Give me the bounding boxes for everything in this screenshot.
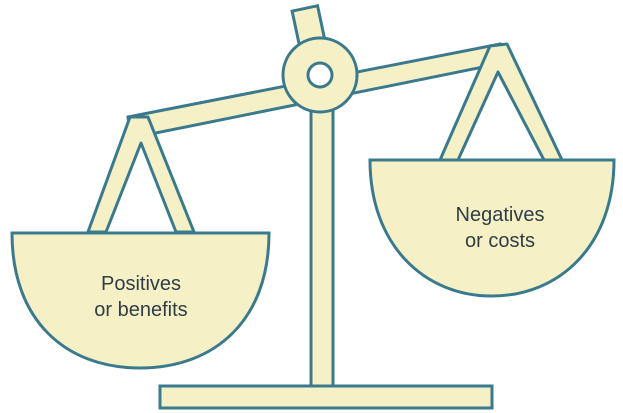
- right-pan-label-line1: Negatives: [456, 204, 545, 226]
- scale-post: [309, 80, 335, 388]
- left-hanger: [86, 115, 196, 234]
- scale-base: [158, 384, 494, 410]
- left-pan: [10, 231, 271, 370]
- pivot-hole: [306, 61, 334, 89]
- left-pan-label-line1: Positives: [101, 273, 181, 295]
- right-pan-label-line2: or costs: [465, 230, 535, 252]
- left-pan-label-line2: or benefits: [94, 299, 187, 321]
- right-pan: [368, 158, 616, 298]
